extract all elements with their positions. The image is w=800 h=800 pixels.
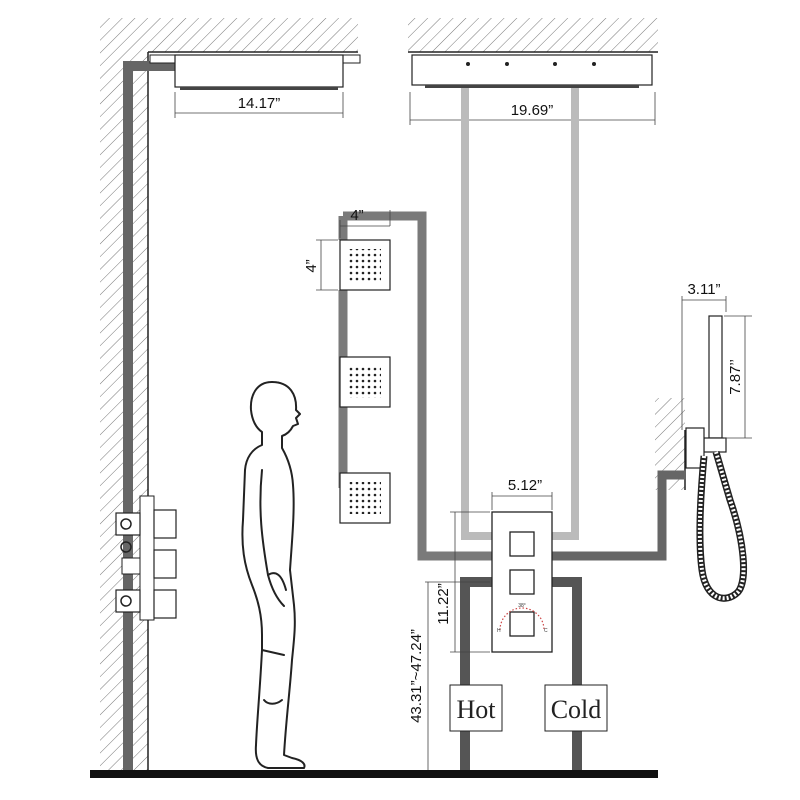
- valve-temp-label: 38°: [518, 603, 526, 609]
- shower-hose: [696, 451, 748, 602]
- valve-width-label: 5.12”: [508, 477, 542, 494]
- hand-length-label: 7.87’’: [727, 359, 744, 395]
- dimension-hand-length: 7.87’’: [724, 315, 752, 439]
- valve-hot-mark: H: [497, 628, 501, 634]
- valve-side-view: [115, 495, 177, 621]
- jet-width-label: 4”: [350, 207, 363, 224]
- human-figure: [241, 381, 306, 769]
- cold-label-box: Cold: [544, 684, 608, 732]
- side-handle-middle[interactable]: [153, 549, 177, 579]
- dimension-jet-width: 4”: [339, 207, 391, 238]
- dimension-overhead-large: 19.69”: [409, 92, 656, 125]
- valve-mount-label: 43.31”~47.24”: [408, 629, 425, 723]
- body-jet-middle: [339, 356, 391, 408]
- valve-cold-mark: C: [544, 628, 548, 634]
- side-handle-bottom[interactable]: [153, 589, 177, 619]
- right-ceiling: [408, 18, 658, 53]
- dimension-overhead-small: 14.17”: [174, 92, 344, 118]
- dimension-jet-height: 4”: [303, 239, 338, 291]
- overhead-shower-large: [411, 54, 653, 88]
- hand-shower: [685, 315, 748, 602]
- hot-label: Hot: [457, 695, 497, 724]
- side-handle-top[interactable]: [153, 509, 177, 539]
- valve-height-label: 11.22”: [435, 583, 452, 624]
- hot-label-box: Hot: [449, 684, 503, 732]
- valve-handle-bottom[interactable]: [509, 611, 535, 637]
- body-jet-top: [339, 239, 391, 291]
- valve-handle-top[interactable]: [509, 531, 535, 557]
- dimension-valve-mount: 43.31”~47.24”: [408, 581, 490, 770]
- dimension-valve-height: 11.22”: [435, 511, 490, 653]
- thermostatic-valve: 38° H C: [491, 511, 553, 653]
- hand-shower-pipe: [552, 470, 686, 561]
- cold-label: Cold: [551, 695, 602, 724]
- dimension-hand-width: 3.11”: [681, 281, 727, 430]
- hand-width-label: 3.11”: [687, 281, 720, 298]
- body-jet-bottom: [339, 472, 391, 524]
- left-wall: [100, 18, 358, 773]
- jet-height-label: 4”: [303, 259, 320, 272]
- overhead-supply-pipes: [461, 88, 579, 540]
- floor-line: [90, 770, 658, 778]
- dimension-valve-width: 5.12”: [491, 477, 553, 510]
- overhead-shower-small: [149, 54, 361, 90]
- valve-handle-middle[interactable]: [509, 569, 535, 595]
- overhead-large-width-label: 19.69”: [511, 102, 554, 119]
- overhead-small-width-label: 14.17”: [238, 95, 281, 112]
